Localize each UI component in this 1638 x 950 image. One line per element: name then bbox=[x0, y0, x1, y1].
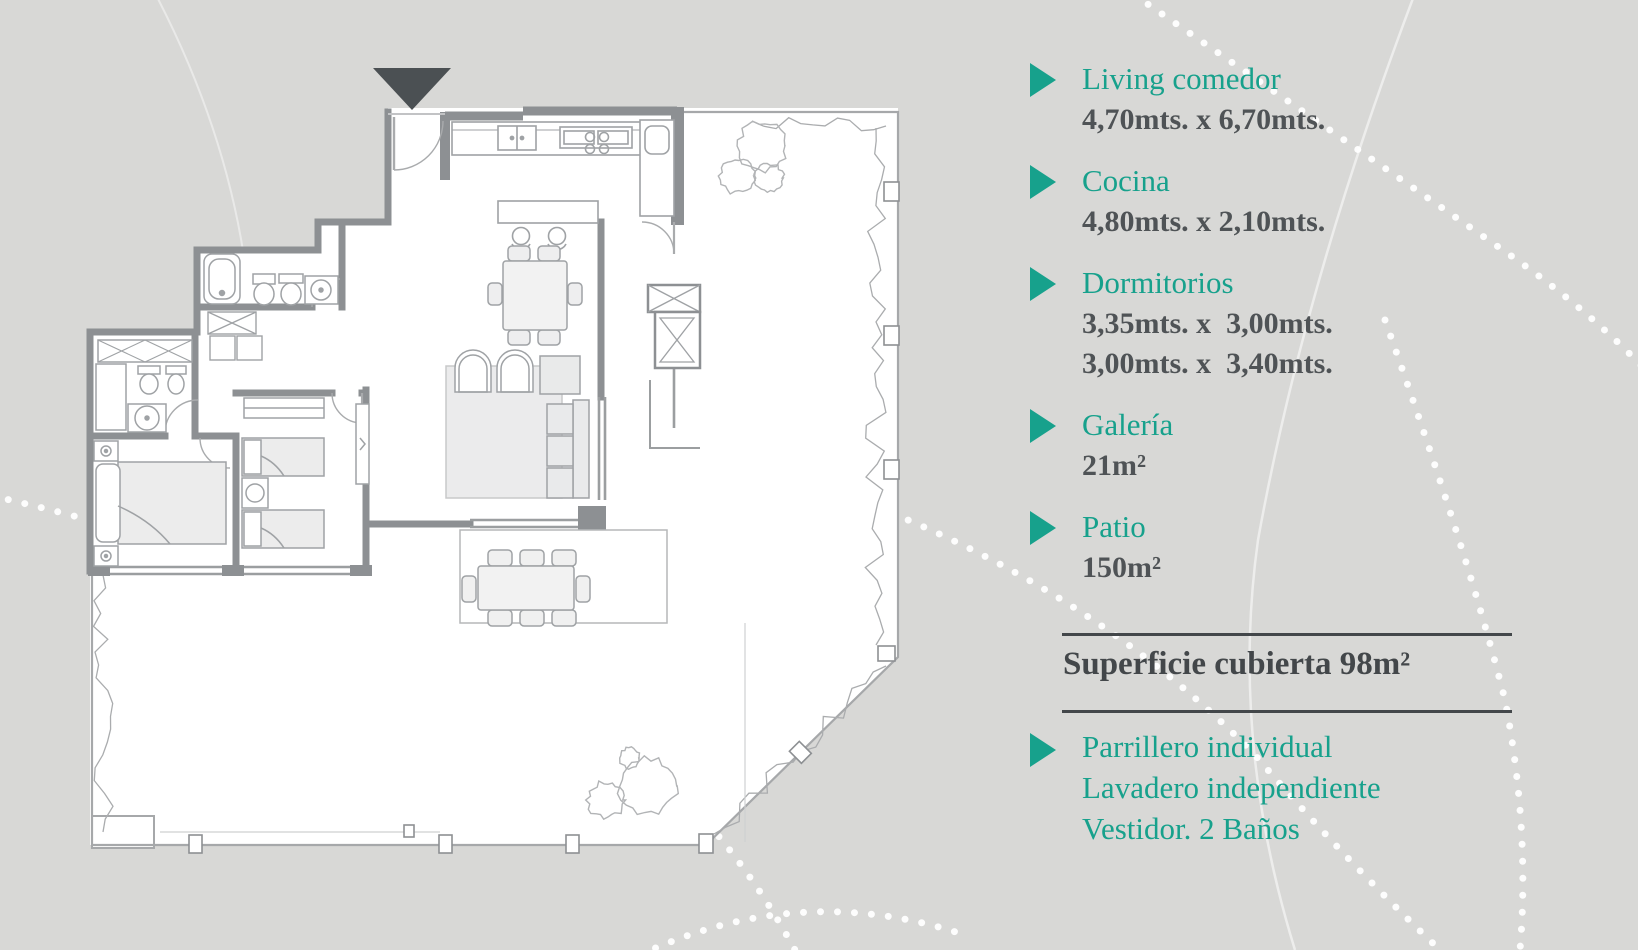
bathroom-2 bbox=[95, 339, 193, 433]
bedroom-1 bbox=[93, 440, 227, 567]
tree-cluster-bottom bbox=[584, 746, 680, 821]
toilet-icon bbox=[137, 365, 161, 375]
bed-fold bbox=[117, 505, 171, 545]
bidet-icon bbox=[165, 365, 187, 375]
washer-icon bbox=[209, 335, 236, 361]
feature-line: Vestidor. 2 Baños bbox=[1082, 811, 1300, 846]
spec-item-living: Living comedor 4,70mts. x 6,70mts. bbox=[1030, 58, 1326, 140]
bathroom-1 bbox=[203, 253, 339, 306]
bath-counter bbox=[95, 363, 127, 431]
spec-dimensions: 4,70mts. x 6,70mts. bbox=[1082, 103, 1326, 136]
spec-dimensions: 3,00mts. x 3,40mts. bbox=[1082, 347, 1333, 380]
arrow-right-icon bbox=[1030, 165, 1056, 199]
arrow-right-icon bbox=[1030, 511, 1056, 545]
double-bed bbox=[117, 461, 227, 545]
tree-cluster-top bbox=[717, 120, 787, 195]
spec-item-patio: Patio 150m² bbox=[1030, 506, 1161, 588]
closet-x-icon bbox=[647, 284, 701, 313]
patio-guides bbox=[160, 623, 746, 842]
stool-icon bbox=[511, 226, 531, 246]
windows bbox=[110, 368, 676, 576]
spec-dimensions: 3,35mts. x 3,00mts. bbox=[1082, 307, 1333, 340]
side-table bbox=[539, 355, 581, 395]
spec-item-galeria: Galería 21m² bbox=[1030, 404, 1174, 486]
arrow-right-icon bbox=[1030, 733, 1056, 767]
spec-item-cocina: Cocina 4,80mts. x 2,10mts. bbox=[1030, 160, 1326, 242]
spec-label: Patio bbox=[1082, 509, 1146, 544]
bedroom-2 bbox=[241, 397, 370, 549]
grill-icon bbox=[658, 317, 696, 363]
decor-dotted-arc bbox=[642, 908, 969, 950]
arrow-right-icon bbox=[1030, 267, 1056, 301]
sofa bbox=[546, 399, 590, 499]
arrow-right-icon bbox=[1030, 409, 1056, 443]
spec-dimensions: 4,80mts. x 2,10mts. bbox=[1082, 205, 1326, 238]
stove-icon bbox=[584, 131, 610, 155]
washer-icon bbox=[236, 335, 263, 361]
bathtub-icon bbox=[203, 253, 241, 305]
wardrobe bbox=[355, 403, 370, 485]
closet-x-icon bbox=[207, 311, 257, 335]
toilet-icon bbox=[278, 273, 304, 284]
spec-label: Dormitorios bbox=[1082, 265, 1234, 300]
feature-line: Parrillero individual bbox=[1082, 729, 1333, 764]
covered-surface-total: Superficie cubierta 98m² bbox=[1063, 646, 1411, 682]
living-area bbox=[445, 349, 590, 499]
closet-x-icon bbox=[97, 339, 193, 363]
entrance-arrow-icon bbox=[373, 68, 451, 110]
spec-dimensions: 150m² bbox=[1082, 551, 1161, 584]
spec-label: Galería bbox=[1082, 407, 1174, 442]
bed-pillow bbox=[95, 463, 121, 543]
chevron-icon bbox=[359, 437, 366, 451]
arrow-right-icon bbox=[1030, 63, 1056, 97]
kitchen-island bbox=[497, 200, 599, 224]
decor-dotted-arc bbox=[841, 491, 1444, 950]
spec-dimensions: 21m² bbox=[1082, 449, 1146, 482]
floor-plan bbox=[86, 68, 900, 854]
fridge-icon bbox=[644, 125, 670, 155]
stool-icon bbox=[547, 226, 567, 246]
facade-walls bbox=[445, 106, 677, 121]
decor-dotted-arc bbox=[1381, 316, 1527, 950]
divider-line bbox=[1062, 633, 1512, 636]
bed-pillow bbox=[243, 439, 262, 475]
lavadero bbox=[207, 311, 263, 361]
fence-posts bbox=[188, 181, 900, 854]
hedge bbox=[92, 116, 887, 835]
bed-pillow bbox=[243, 511, 262, 547]
spec-label: Cocina bbox=[1082, 163, 1170, 198]
feature-line: Lavadero independiente bbox=[1082, 770, 1381, 805]
galeria bbox=[459, 529, 668, 627]
divider-line bbox=[1062, 710, 1512, 713]
feature-list: Parrillero individual Lavadero independi… bbox=[1030, 726, 1381, 849]
armchair-icon bbox=[454, 349, 534, 393]
kitchen bbox=[451, 119, 675, 251]
patio-step-notch bbox=[91, 815, 155, 849]
decor-dotted-arc bbox=[0, 494, 799, 950]
spec-item-dormitorios: Dormitorios 3,35mts. x 3,00mts. 3,00mts.… bbox=[1030, 262, 1333, 384]
parrillero bbox=[646, 283, 702, 449]
dining-table bbox=[487, 245, 583, 346]
outdoor-dining-table bbox=[461, 549, 591, 627]
spec-label: Living comedor bbox=[1082, 61, 1281, 96]
